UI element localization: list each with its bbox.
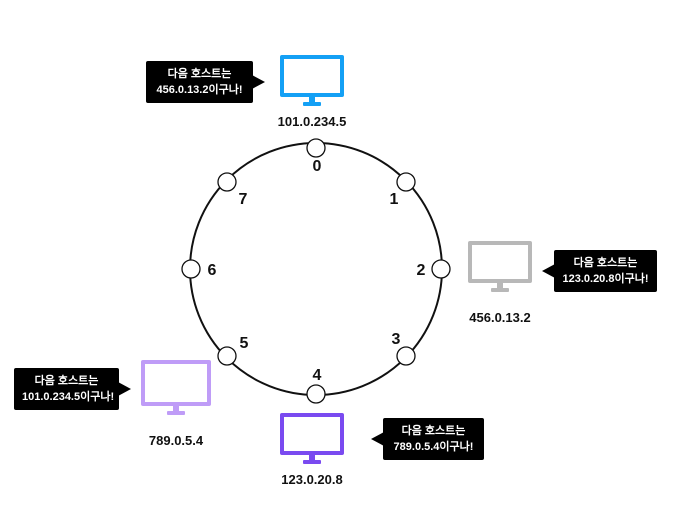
bubble-line: 789.0.5.4이구나! bbox=[393, 441, 474, 453]
node-5-marker bbox=[217, 346, 237, 366]
host-ip-label: 456.0.13.2 bbox=[469, 310, 531, 325]
monitor-icon bbox=[280, 413, 344, 464]
node-0-marker bbox=[306, 138, 326, 158]
node-2-label: 2 bbox=[417, 262, 426, 279]
monitor-icon bbox=[468, 241, 532, 292]
bubble-line: 다음 호스트는 bbox=[167, 68, 232, 80]
bubble-line: 456.0.13.2이구나! bbox=[156, 84, 243, 96]
node-6-marker bbox=[181, 259, 201, 279]
node-0-label: 0 bbox=[313, 158, 322, 175]
bubble-line: 다음 호스트는 bbox=[34, 375, 99, 387]
speech-bubble: 다음 호스트는 789.0.5.4이구나! bbox=[371, 418, 484, 460]
monitor-icon bbox=[141, 360, 211, 415]
node-6-label: 6 bbox=[208, 262, 217, 279]
speech-bubble: 다음 호스트는 456.0.13.2이구나! bbox=[146, 61, 265, 103]
bubble-line: 다음 호스트는 bbox=[573, 257, 638, 269]
node-4-label: 4 bbox=[313, 367, 322, 384]
node-2-marker bbox=[431, 259, 451, 279]
node-1-marker bbox=[396, 172, 416, 192]
speech-bubble: 다음 호스트는 101.0.234.5이구나! bbox=[14, 368, 131, 410]
bubble-line: 123.0.20.8이구나! bbox=[562, 273, 649, 285]
host-ip-label: 789.0.5.4 bbox=[148, 433, 204, 448]
bubble-line: 101.0.234.5이구나! bbox=[22, 391, 115, 403]
bubble-line: 다음 호스트는 bbox=[401, 425, 466, 437]
host-ip-label: 123.0.20.8 bbox=[281, 472, 343, 487]
node-4-marker bbox=[306, 384, 326, 404]
node-7-marker bbox=[217, 172, 237, 192]
monitor-icon bbox=[280, 55, 344, 106]
node-5-label: 5 bbox=[240, 335, 249, 352]
speech-bubble: 다음 호스트는 123.0.20.8이구나! bbox=[542, 250, 657, 292]
node-3-label: 3 bbox=[392, 331, 401, 348]
node-1-label: 1 bbox=[390, 191, 399, 208]
node-3-marker bbox=[396, 346, 416, 366]
node-7-label: 7 bbox=[239, 191, 248, 208]
host-ip-label: 101.0.234.5 bbox=[277, 114, 347, 129]
